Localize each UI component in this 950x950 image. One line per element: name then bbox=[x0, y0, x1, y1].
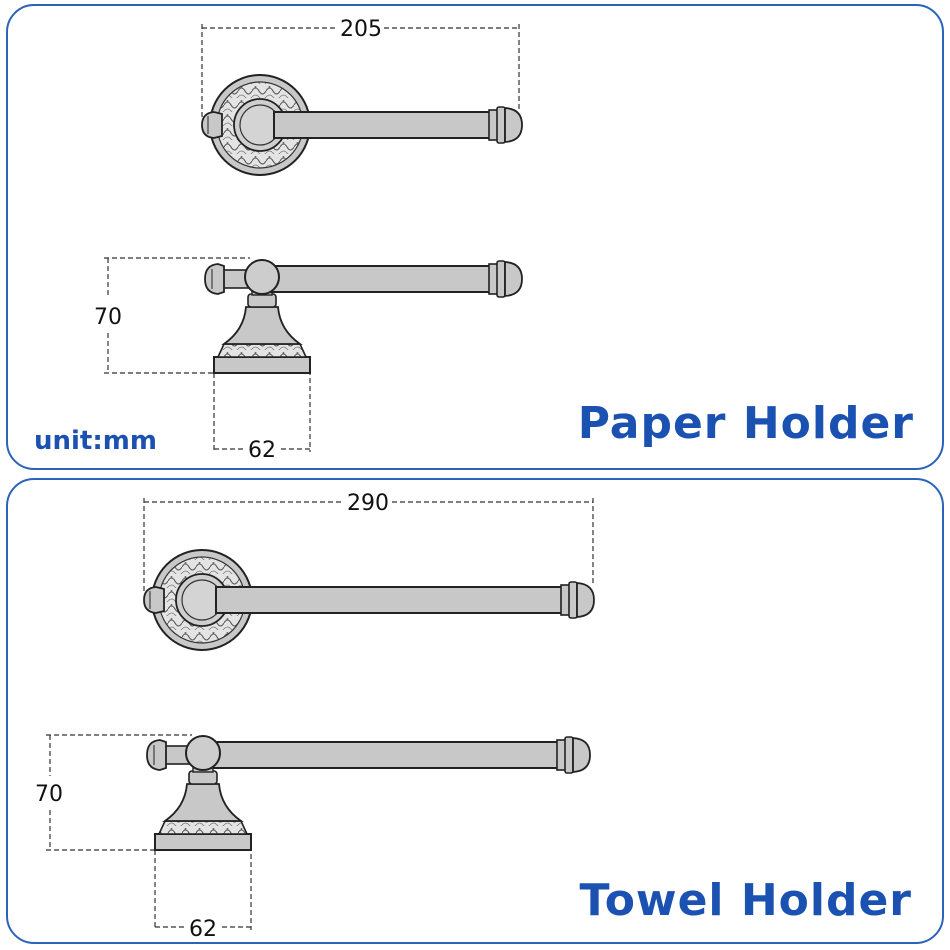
paper-holder-base-dimension: 62 bbox=[248, 438, 276, 463]
unit-label: unit:mm bbox=[34, 426, 157, 456]
paper-holder-title: Paper Holder bbox=[577, 398, 914, 449]
towel-holder-length-dimension: 290 bbox=[347, 491, 389, 516]
paper-holder-height-dimension: 70 bbox=[94, 305, 122, 330]
towel-holder-base-dimension: 62 bbox=[189, 917, 217, 942]
towel-holder-panel bbox=[6, 478, 944, 944]
towel-holder-side-view bbox=[46, 734, 591, 930]
paper-holder-length-dimension: 205 bbox=[340, 17, 382, 42]
towel-holder-title: Towel Holder bbox=[579, 875, 912, 926]
paper-holder-side-view bbox=[104, 257, 523, 452]
paper-holder-front-view bbox=[201, 24, 523, 176]
towel-holder-height-dimension: 70 bbox=[35, 782, 63, 807]
towel-holder-front-view bbox=[143, 498, 595, 651]
paper-holder-panel bbox=[6, 4, 944, 470]
